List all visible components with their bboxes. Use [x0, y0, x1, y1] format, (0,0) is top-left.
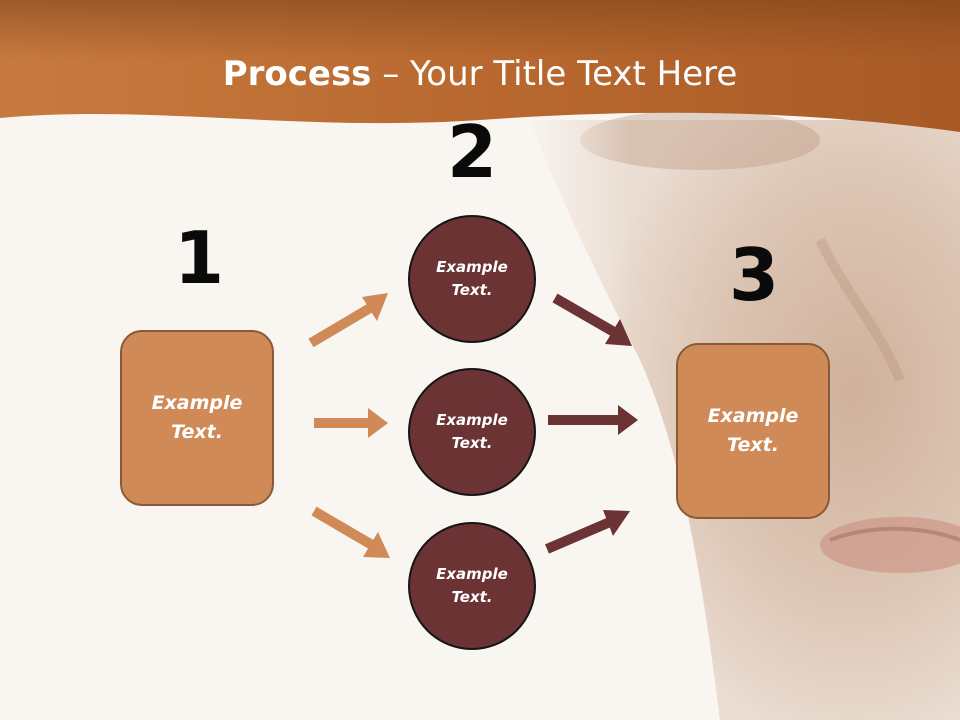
title-rest: – Your Title Text Here — [371, 54, 738, 94]
arrow-1-to-2b — [314, 408, 388, 438]
step-2-circle-top: Example Text. — [408, 215, 536, 343]
step-2-circle-bottom: Example Text. — [408, 522, 536, 650]
step-2-label-middle: Example Text. — [436, 411, 508, 452]
title-bold: Process — [222, 54, 372, 94]
step-2-label-top: Example Text. — [436, 258, 508, 299]
step-3-label: Example Text. — [707, 405, 799, 456]
step-number-3: 3 — [728, 233, 780, 317]
arrow-2c-to-3 — [545, 510, 630, 554]
step-2-label-bottom: Example Text. — [436, 565, 508, 606]
arrow-1-to-2c — [311, 506, 390, 558]
step-1-box: Example Text. — [120, 330, 274, 506]
step-number-2: 2 — [446, 110, 498, 194]
slide-title: Process – Your Title Text Here — [0, 52, 960, 96]
step-2-circle-middle: Example Text. — [408, 368, 536, 496]
arrow-1-to-2a — [308, 293, 388, 348]
step-3-box: Example Text. — [676, 343, 830, 519]
arrow-2a-to-3 — [552, 293, 632, 346]
arrow-2b-to-3 — [548, 405, 638, 435]
step-number-1: 1 — [173, 216, 225, 300]
step-1-label: Example Text. — [151, 392, 243, 443]
